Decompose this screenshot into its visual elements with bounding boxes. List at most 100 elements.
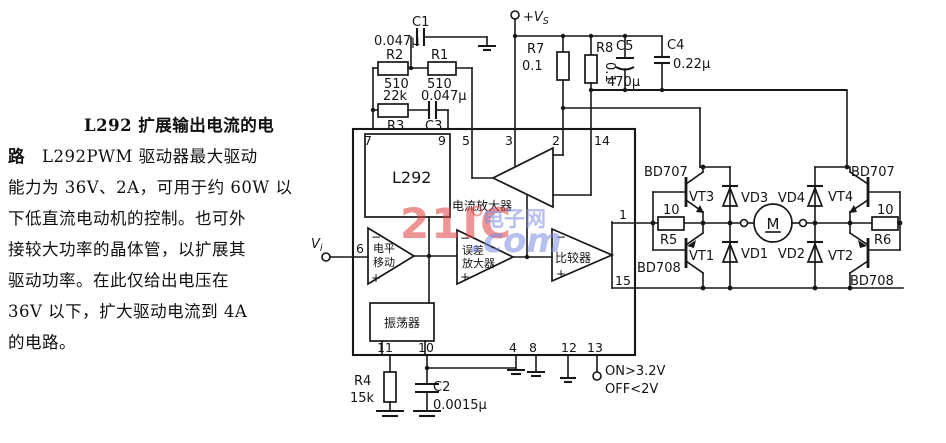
transistor-vt1-part: BD708	[637, 261, 681, 276]
resistor-r7-label: R7	[527, 42, 544, 57]
vi-label: Vi	[311, 237, 323, 254]
level-shift-triangle	[367, 226, 416, 286]
pin-5: 5	[462, 133, 470, 148]
resistor-r7	[556, 51, 570, 81]
resistor-r1-label: R1	[431, 48, 448, 63]
enable-off-label: OFF<2V	[605, 382, 658, 397]
resistor-r2	[377, 61, 409, 76]
level-shift-plus: +	[371, 271, 381, 285]
diode-vd1-label: VD1	[741, 247, 768, 262]
description-line: 能力为 36V、2A，可用于约 60W 以	[8, 178, 293, 197]
supply-section: +VS R7 0.1 R8 0.1 C5 470μ	[510, 10, 848, 168]
current-amp-label: 电流放大器	[452, 198, 512, 213]
bottom-components: R4 15k C2 0.0015μ ON>3	[350, 354, 666, 418]
error-amp-plus: +	[460, 270, 470, 284]
l292-ic: L292 7 9 5 3 2 14 11 10 4 8 12 13 1 15	[311, 127, 904, 357]
rc-network: C1 0.047μ R2 510 R1 510 22k 0.047μ R3 C3	[370, 15, 496, 179]
watermark-domain: .com	[470, 221, 562, 261]
resistor-r1-value: 510	[427, 77, 452, 92]
transistor-vt3-label: VT3	[689, 190, 714, 205]
resistor-r7-value: 0.1	[522, 59, 543, 74]
oscillator-block	[369, 302, 435, 342]
watermark: 21IC 电子网 .com	[400, 199, 562, 261]
watermark-reg-icon	[471, 205, 483, 217]
level-shift-minus: −	[371, 230, 381, 244]
error-amp-label-2: 放大器	[462, 256, 495, 270]
current-amp-triangle	[491, 146, 554, 209]
motor-connector-left	[739, 218, 749, 228]
pin-13: 13	[587, 340, 603, 355]
enable-on-label: ON>3.2V	[605, 364, 666, 379]
oscillator-label: 振荡器	[384, 316, 420, 330]
transistor-vt2-part: BD708	[850, 274, 894, 289]
h-bridge: 10 R5 BD707 VT3 BD708 VT1	[637, 164, 903, 291]
circuit-description: L292 扩展输出电流的电 路 L292PWM 驱动器最大驱动 能力为 36V、…	[8, 110, 308, 358]
description-line: 驱动功率。在此仅给出电压在	[8, 271, 229, 290]
resistor-r8	[584, 54, 598, 84]
level-shift-label-1: 电平	[373, 242, 395, 255]
watermark-brand: 21IC	[400, 199, 513, 248]
supply-terminal	[510, 10, 520, 20]
resistor-r1	[427, 61, 457, 76]
pin-10: 10	[418, 340, 434, 355]
diode-vd2-label: VD2	[778, 247, 805, 262]
watermark-site: 电子网	[483, 207, 546, 231]
capacitor-c2-value: 0.0015μ	[433, 398, 487, 413]
pin-9: 9	[438, 133, 446, 148]
resistor-r2-label: R2	[386, 48, 403, 63]
capacitor-c3-label: C3	[425, 119, 442, 134]
supply-label: +VS	[523, 10, 549, 27]
transistor-vt4-label: VT4	[828, 190, 853, 205]
vi-terminal	[321, 252, 331, 262]
error-amp-triangle	[456, 228, 515, 286]
description-title: L292 扩展输出电流的电	[84, 116, 275, 135]
resistor-r6	[871, 216, 899, 231]
transistor-vt1-label: VT1	[689, 249, 714, 264]
capacitor-c4-label: C4	[667, 38, 684, 53]
pin-3: 3	[505, 133, 513, 148]
capacitor-c2-label: C2	[433, 380, 450, 395]
transistor-vt4-part: BD707	[851, 165, 895, 180]
comparator-triangle	[551, 227, 615, 283]
resistor-r4-label: R4	[354, 374, 371, 389]
resistor-r8-label: R8	[596, 41, 613, 56]
capacitor-c5-value: 470μ	[607, 75, 640, 90]
resistor-r8-value: 0.1	[602, 62, 617, 83]
pin-1: 1	[619, 207, 627, 222]
capacitor-c5-label: C5	[616, 39, 633, 54]
resistor-r2-value: 510	[384, 77, 409, 92]
resistor-r3-value: 22k	[383, 89, 408, 104]
level-shift-label-2: 移动	[373, 256, 395, 269]
comparator-label: 比较器	[555, 250, 591, 265]
transistor-vt2-label: VT2	[828, 249, 853, 264]
capacitor-c1-label: C1	[412, 15, 429, 30]
diode-vd4-label: VD4	[778, 191, 805, 206]
pin-14: 14	[594, 133, 610, 148]
resistor-r3-label: R3	[387, 119, 404, 134]
description-line: 路 L292PWM 驱动器最大驱动	[8, 147, 258, 166]
transistor-vt3-part: BD707	[644, 165, 688, 180]
l292-outline	[351, 127, 637, 357]
resistor-r5	[657, 216, 685, 231]
error-amp-label-1: 误差	[462, 243, 484, 257]
resistor-r3	[377, 103, 409, 118]
description-line: 的电路。	[8, 333, 76, 352]
capacitor-c1-value: 0.047μ	[374, 34, 420, 49]
pin-4: 4	[509, 340, 517, 355]
capacitor-c3-value: 0.047μ	[421, 89, 467, 104]
error-amp-minus: −	[460, 231, 470, 245]
enable-terminal	[592, 371, 602, 381]
description-line: 下低直流电动机的控制。也可外	[8, 209, 246, 228]
diode-vd3-label: VD3	[741, 191, 768, 206]
resistor-r6-label: R6	[874, 233, 891, 248]
motor-label: M	[767, 215, 780, 233]
description-line: 36V 以下，扩大驱动电流到 4A	[8, 302, 248, 321]
l292-name: L292	[392, 168, 431, 187]
resistor-r4-value: 15k	[350, 391, 375, 406]
comparator-plus: +	[556, 267, 566, 281]
capacitor-c4-value: 0.22μ	[673, 57, 710, 72]
resistor-r5-label: R5	[660, 233, 677, 248]
resistor-r6-value: 10	[877, 203, 894, 218]
pin-2: 2	[552, 133, 560, 148]
